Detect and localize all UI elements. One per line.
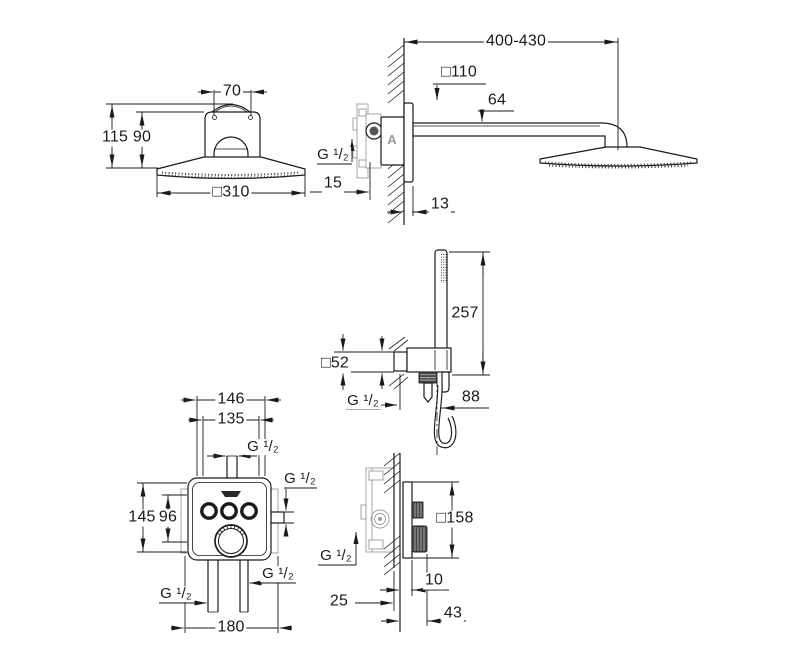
hand-shower-view [334, 249, 490, 455]
dim-valve-width-inner: 135 [215, 410, 247, 429]
thread-label-arm: G ¹/₂ [315, 146, 351, 164]
dim-hose-clearance: 88 [459, 388, 483, 407]
thread-label-outlet: G ¹/₂ [345, 392, 381, 410]
dim-arm-reach: 400-430 [483, 32, 549, 51]
dim-trim-plate-size: □158 [434, 509, 476, 528]
dim-wall-plate-size: □110 [439, 63, 479, 82]
thread-label-valve-side: G ¹/₂ [318, 547, 354, 565]
dim-arm-size: 64 [485, 91, 509, 110]
dim-head-box-width: 70 [220, 82, 244, 101]
dim-valve-width-bottom: 180 [215, 618, 247, 637]
dim-rough-in-min-depth: 25 [327, 592, 351, 611]
dim-valve-width-outer: 146 [215, 390, 247, 409]
dim-head-width: □310 [210, 183, 252, 202]
dim-trim-projection: 10 [422, 571, 446, 590]
thermostat-side-view [318, 452, 466, 632]
thread-label-valve-bottom-left: G ¹/₂ [158, 585, 194, 603]
dim-valve-height-inner: 96 [156, 508, 180, 527]
thread-label-valve-top: G ¹/₂ [245, 438, 281, 456]
dim-head-height-total: 115 [99, 128, 131, 147]
marker-a: A [387, 132, 397, 148]
head-shower-front-view [106, 89, 306, 197]
thread-label-valve-right: G ¹/₂ [282, 470, 318, 488]
dim-arm-min-depth: 15 [321, 174, 345, 193]
dim-head-height-inner: 90 [130, 128, 154, 147]
dim-handshower-length: 257 [449, 304, 481, 323]
dim-arm-plate-depth: 13 [428, 195, 452, 214]
dim-valve-height-outer: 145 [126, 508, 158, 527]
dim-rough-in-max-depth: 43 [441, 604, 465, 623]
thread-label-valve-bottom-right: G ¹/₂ [260, 565, 296, 583]
dim-outlet-size: □52 [318, 354, 352, 373]
thermostat-front-view [137, 396, 317, 633]
head-shower-side-view [310, 38, 698, 225]
